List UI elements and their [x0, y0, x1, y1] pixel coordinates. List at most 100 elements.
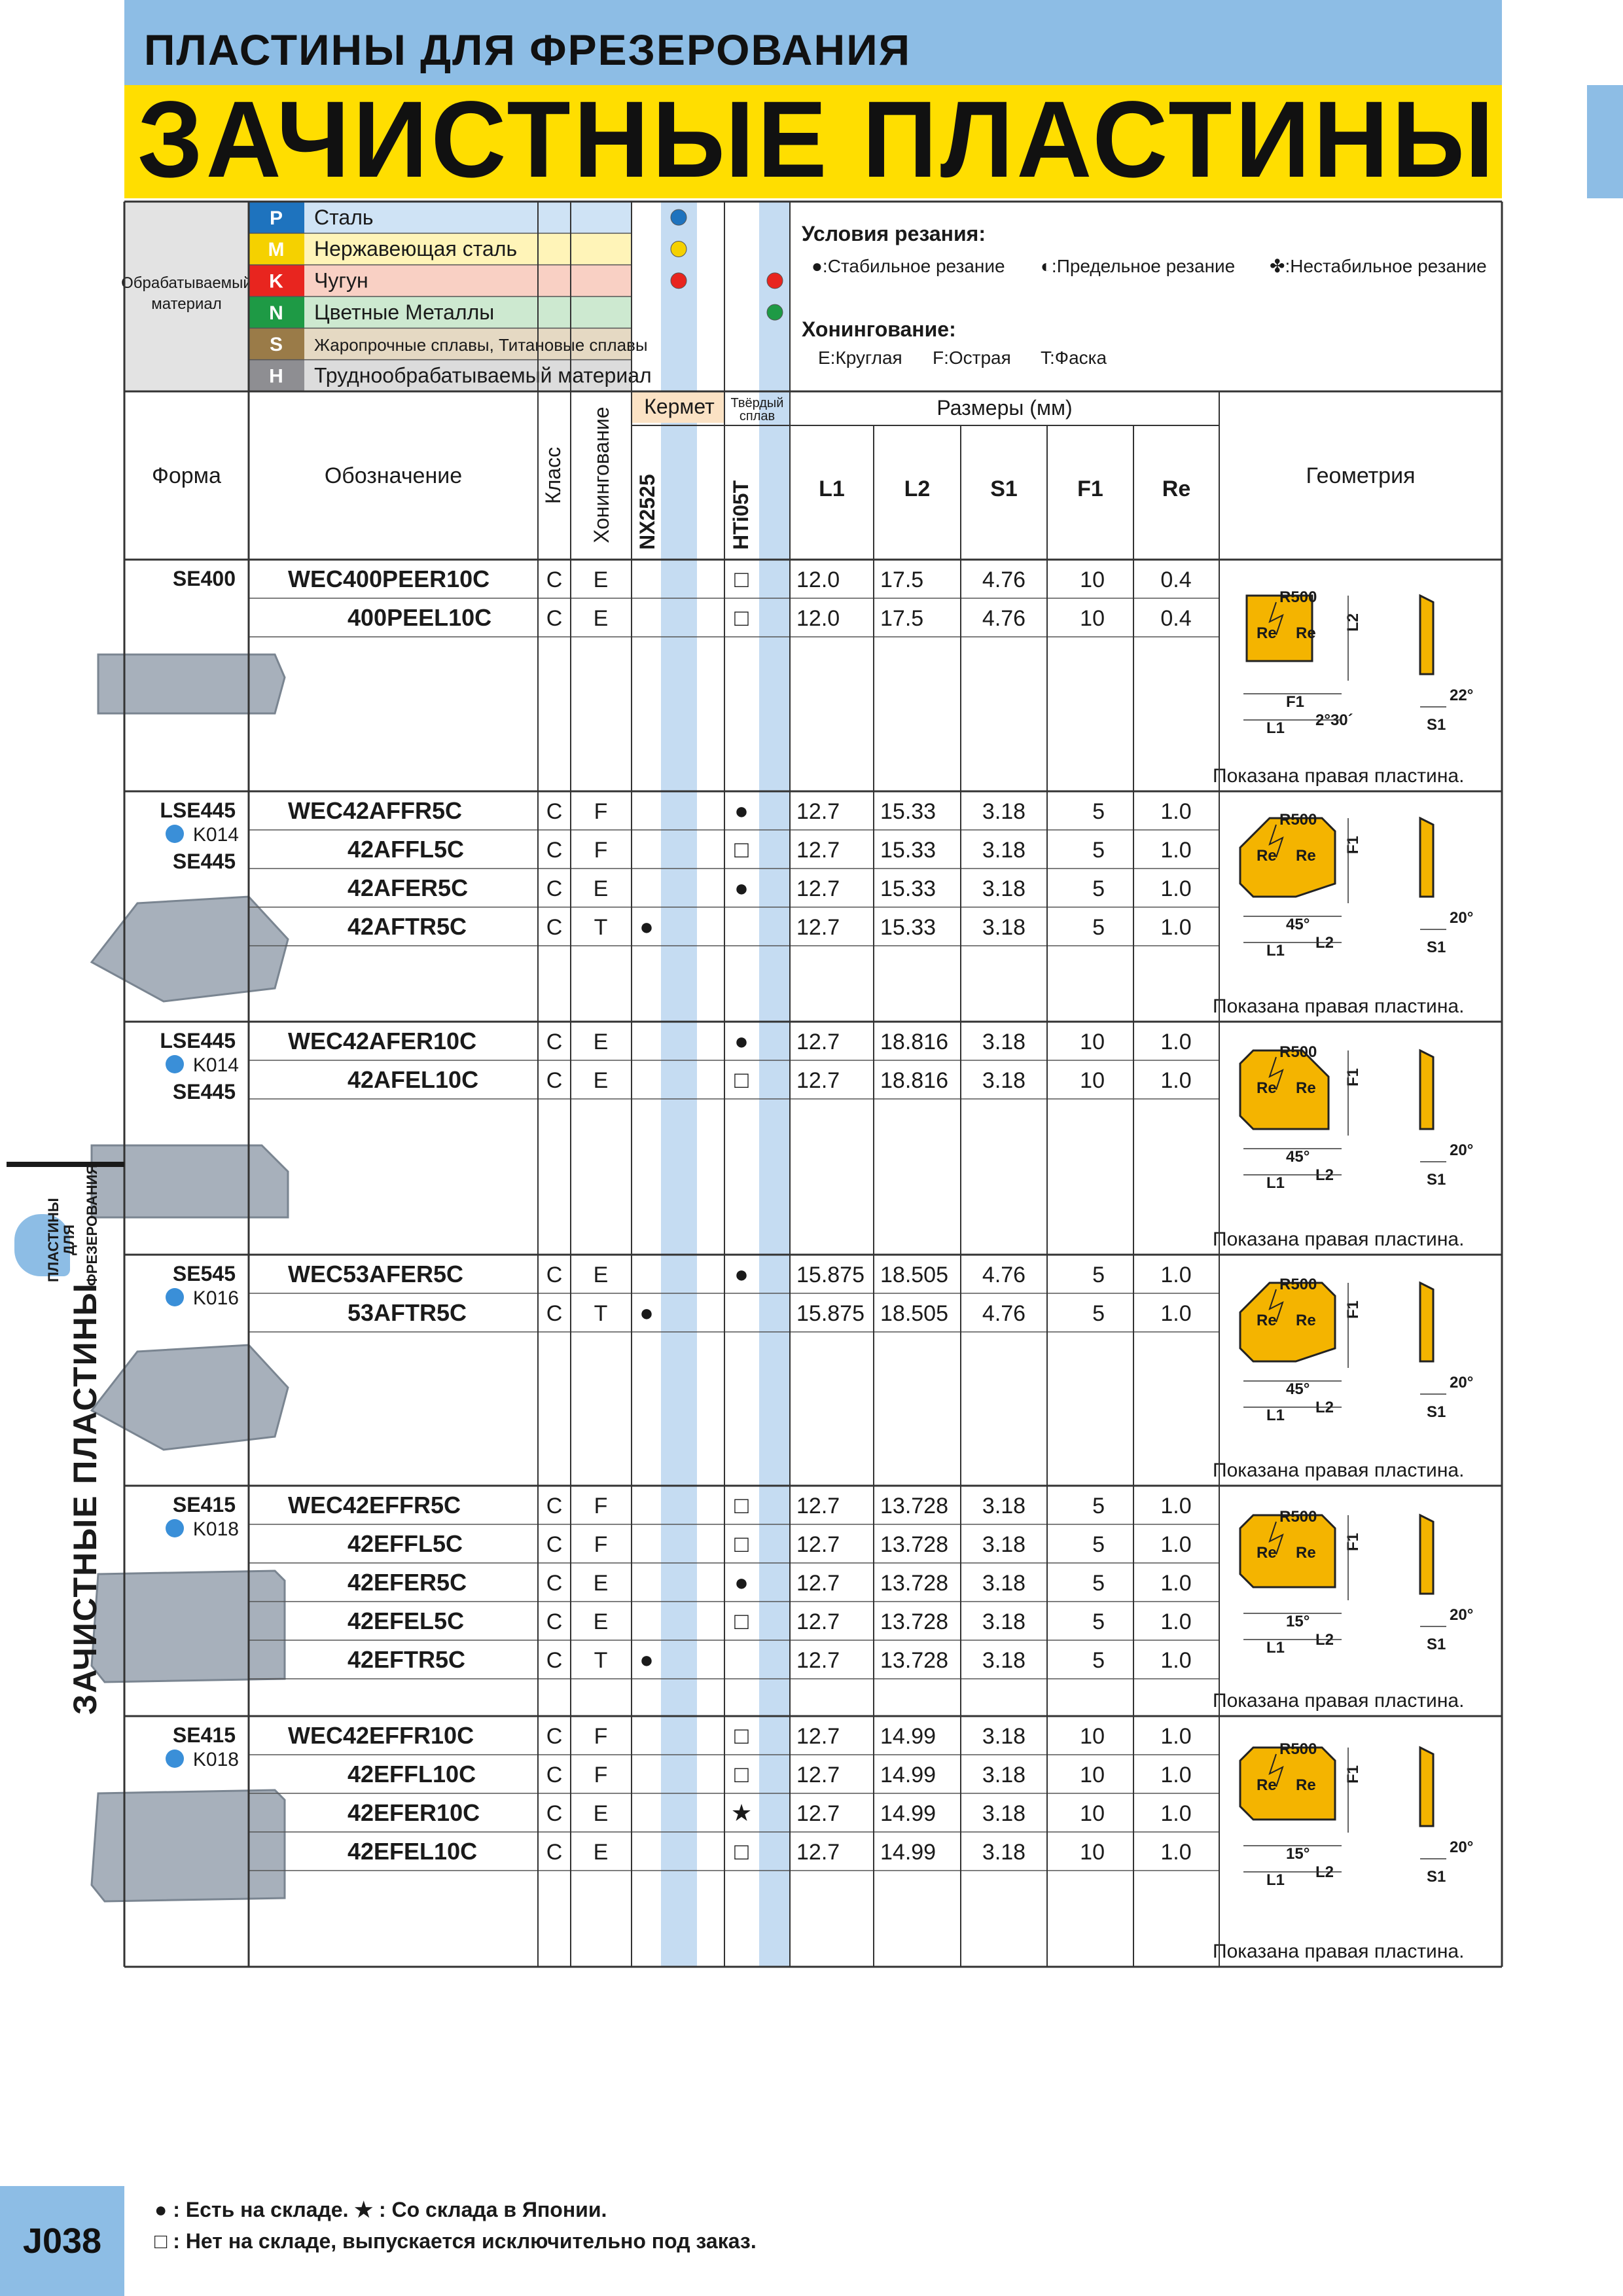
insert-code: 42EFEL5C [348, 1607, 464, 1634]
page-number: J038 [0, 2186, 124, 2296]
geometry-label: Re [1257, 1544, 1277, 1562]
col-designation-header: Обозначение [325, 463, 462, 488]
insert-code: 42EFEL10C [348, 1838, 477, 1865]
material-name: Сталь [314, 206, 374, 229]
hti05t-column-band [759, 202, 790, 1967]
honing-value: E [594, 1030, 609, 1054]
insert-code: WEC53AFER5C [288, 1261, 463, 1287]
F1-value: 10 [1080, 567, 1105, 592]
honing-value: F [594, 1532, 608, 1557]
L1-value: 12.7 [796, 1763, 840, 1787]
geometry-label: F1 [1344, 1300, 1362, 1319]
col-cermet-header: Кермет [644, 395, 715, 418]
geometry-label: R500 [1279, 588, 1317, 606]
geometry-label: F1 [1344, 1765, 1362, 1784]
Re-value: 1.0 [1160, 1030, 1191, 1054]
col-F1-header: F1 [1077, 476, 1103, 501]
geometry-label: R500 [1279, 1276, 1317, 1293]
material-name: Чугун [314, 268, 368, 292]
S1-value: 3.18 [982, 1763, 1026, 1787]
F1-value: 5 [1092, 915, 1105, 940]
hti05t-stock: □ [734, 1761, 749, 1787]
F1-value: 5 [1092, 1263, 1105, 1287]
Re-value: 1.0 [1160, 838, 1191, 863]
insert-code: WEC400PEER10C [288, 565, 490, 592]
L1-value: 12.7 [796, 1494, 840, 1518]
legend-line-1: ● : Есть на складе. ★ : Со склада в Япон… [154, 2198, 607, 2221]
honing-value: E [594, 1609, 609, 1634]
Re-value: 1.0 [1160, 1763, 1191, 1787]
S1-value: 3.18 [982, 799, 1026, 824]
material-code-M [249, 233, 304, 265]
F1-value: 10 [1080, 1030, 1105, 1054]
L1-value: 12.7 [796, 799, 840, 824]
grade-dot-nx2525 [670, 241, 687, 257]
F1-value: 5 [1092, 799, 1105, 824]
geometry-label: F1 [1344, 836, 1362, 854]
material-name-bg-K [304, 264, 632, 296]
col-Re-header: Re [1162, 476, 1190, 501]
L1-value: 12.7 [796, 1724, 840, 1749]
hti05t-stock: □ [734, 604, 749, 631]
honing-sharp: F:Острая [933, 348, 1011, 368]
geometry-label: F1 [1286, 693, 1304, 711]
geometry-label: F1 [1344, 1533, 1362, 1551]
Re-value: 1.0 [1160, 1840, 1191, 1865]
geometry-label: 45° [1286, 1380, 1310, 1398]
insert-code: 42AFFL5C [348, 836, 464, 863]
material-code: S [270, 334, 283, 355]
hti05t-stock: ● [734, 1569, 749, 1596]
col-S1-header: S1 [990, 476, 1018, 501]
S1-value: 4.76 [982, 1263, 1026, 1287]
S1-value: 3.18 [982, 1030, 1026, 1054]
col-carbide-header-2: сплав [740, 409, 775, 423]
material-name: Трудноо­брабатываемый материал [314, 363, 652, 387]
insert-code: 42EFFL5C [348, 1530, 463, 1557]
geometry-label: 20° [1450, 1839, 1473, 1856]
geometry-label: Re [1257, 1776, 1277, 1794]
col-honing-header: Хонингование [590, 406, 613, 543]
geometry-label: Re [1296, 624, 1316, 642]
hti05t-stock: ★ [731, 1799, 752, 1826]
geometry-label: Re [1296, 1776, 1316, 1794]
ref-page: K014 [193, 1054, 239, 1076]
material-code-H [249, 359, 304, 391]
geometry-label: S1 [1427, 716, 1446, 734]
vertical-section-title: ЗАЧИСТНЫЕ ПЛАСТИНЫ [67, 1282, 103, 1715]
insert-code: 42EFER5C [348, 1569, 467, 1596]
L2-value: 13.728 [880, 1532, 948, 1557]
ref-page: K016 [193, 1287, 239, 1309]
insert-photo-shape [90, 895, 289, 1003]
F1-value: 5 [1092, 876, 1105, 901]
geometry-label: S1 [1427, 1403, 1446, 1421]
col-dims-header: Размеры (мм) [936, 396, 1072, 420]
L1-value: 12.7 [796, 1801, 840, 1826]
geometry-label: Re [1257, 847, 1277, 865]
F1-value: 10 [1080, 1840, 1105, 1865]
nx2525-column-band [661, 202, 697, 1967]
nx2525-stock: ● [639, 1299, 654, 1326]
geometry-label: L1 [1266, 719, 1285, 737]
S1-value: 4.76 [982, 1301, 1026, 1326]
Re-value: 1.0 [1160, 1609, 1191, 1634]
L2-value: 13.728 [880, 1648, 948, 1673]
geometry-label: 45° [1286, 916, 1310, 933]
class-value: C [546, 1648, 563, 1673]
geometry-label: L2 [1344, 613, 1362, 632]
L2-value: 15.33 [880, 838, 936, 863]
L1-value: 12.7 [796, 1648, 840, 1673]
geometry-label: 20° [1450, 1374, 1473, 1391]
L2-value: 17.5 [880, 606, 923, 631]
material-code: H [269, 365, 283, 387]
Re-value: 0.4 [1160, 606, 1191, 631]
geometry-label: S1 [1427, 1868, 1446, 1886]
col-hti05t-header: HTi05T [729, 480, 753, 550]
insert-photo [90, 1570, 286, 1683]
ref-page: K018 [193, 1749, 239, 1770]
ref-page: K014 [193, 824, 239, 846]
hti05t-stock: □ [734, 1492, 749, 1518]
S1-value: 4.76 [982, 606, 1026, 631]
